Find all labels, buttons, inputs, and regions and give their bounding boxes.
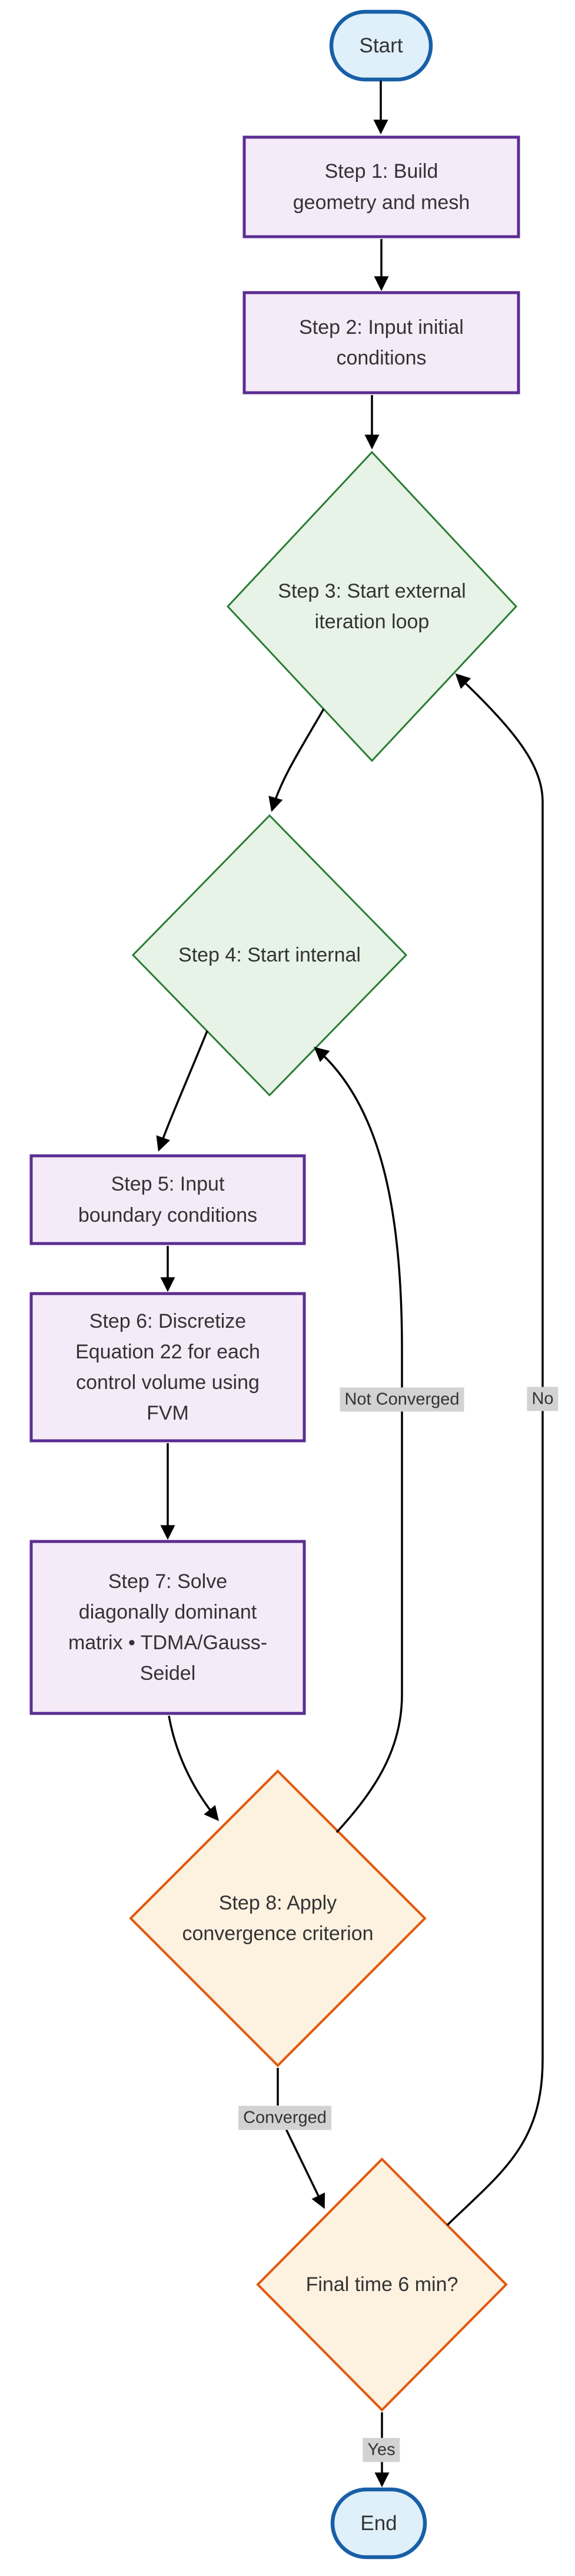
final-decision-shape	[256, 2157, 508, 2412]
step7-process-shape	[29, 1540, 306, 1715]
edge-step4-step5	[156, 1030, 208, 1152]
step6-process-shape	[29, 1292, 306, 1443]
edge-step7-step8	[168, 1715, 219, 1821]
step8-decision-shape	[129, 1769, 427, 2067]
edge-step8-step4-not-converged	[314, 1046, 403, 1834]
step3-decision-shape	[226, 450, 518, 762]
step2-process-shape	[242, 291, 520, 394]
start-terminator-shape	[329, 9, 433, 82]
edge-step8-final-converged	[285, 2129, 325, 2209]
edge-final-step3-no	[446, 673, 544, 2226]
end-terminator-shape	[330, 2487, 427, 2560]
step5-process-shape	[29, 1154, 306, 1245]
edge-step3-step4	[268, 708, 325, 812]
step4-decision-shape	[131, 814, 408, 1097]
step1-process-shape	[242, 135, 520, 238]
